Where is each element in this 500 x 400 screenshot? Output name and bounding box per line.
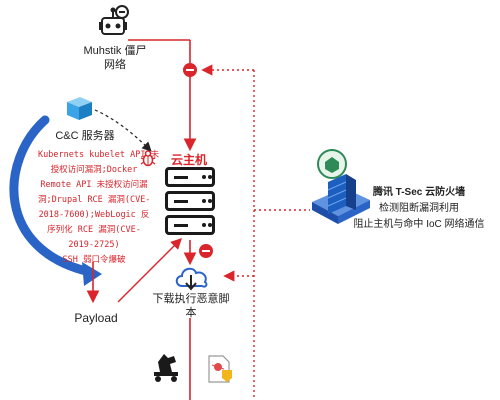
cloud-download-icon bbox=[172, 262, 212, 292]
trojan-horse-icon bbox=[150, 352, 184, 384]
malware-file-icon bbox=[206, 354, 234, 384]
host-label: 云主机 bbox=[171, 153, 208, 167]
block-icon bbox=[183, 63, 197, 77]
cc-label: C&C 服务器 bbox=[55, 130, 115, 142]
server-icon bbox=[163, 167, 217, 241]
botnet-label: Muhstik 僵尸 网络 bbox=[83, 45, 147, 71]
blue-cycle-arrow bbox=[9, 115, 95, 277]
download-label: 下载执行恶意脚 本 bbox=[152, 293, 230, 319]
block-icon bbox=[199, 244, 213, 258]
firewall-description: 腾讯 T-Sec 云防火墙 检测阻断漏洞利用 阻止主机与命中 IoC 网络通信 bbox=[338, 185, 500, 233]
payload-label: Payload bbox=[74, 311, 118, 325]
database-icon bbox=[64, 94, 94, 122]
bot-icon bbox=[96, 4, 130, 40]
vulnerability-list: Kubernets kubelet API 未 授权访问漏洞;Docker Re… bbox=[38, 150, 160, 265]
cc-to-bug-dashed bbox=[94, 109, 152, 152]
firewall-title: 腾讯 T-Sec 云防火墙 bbox=[372, 187, 466, 198]
bug-icon bbox=[140, 149, 156, 167]
firewall-icon bbox=[306, 146, 376, 226]
